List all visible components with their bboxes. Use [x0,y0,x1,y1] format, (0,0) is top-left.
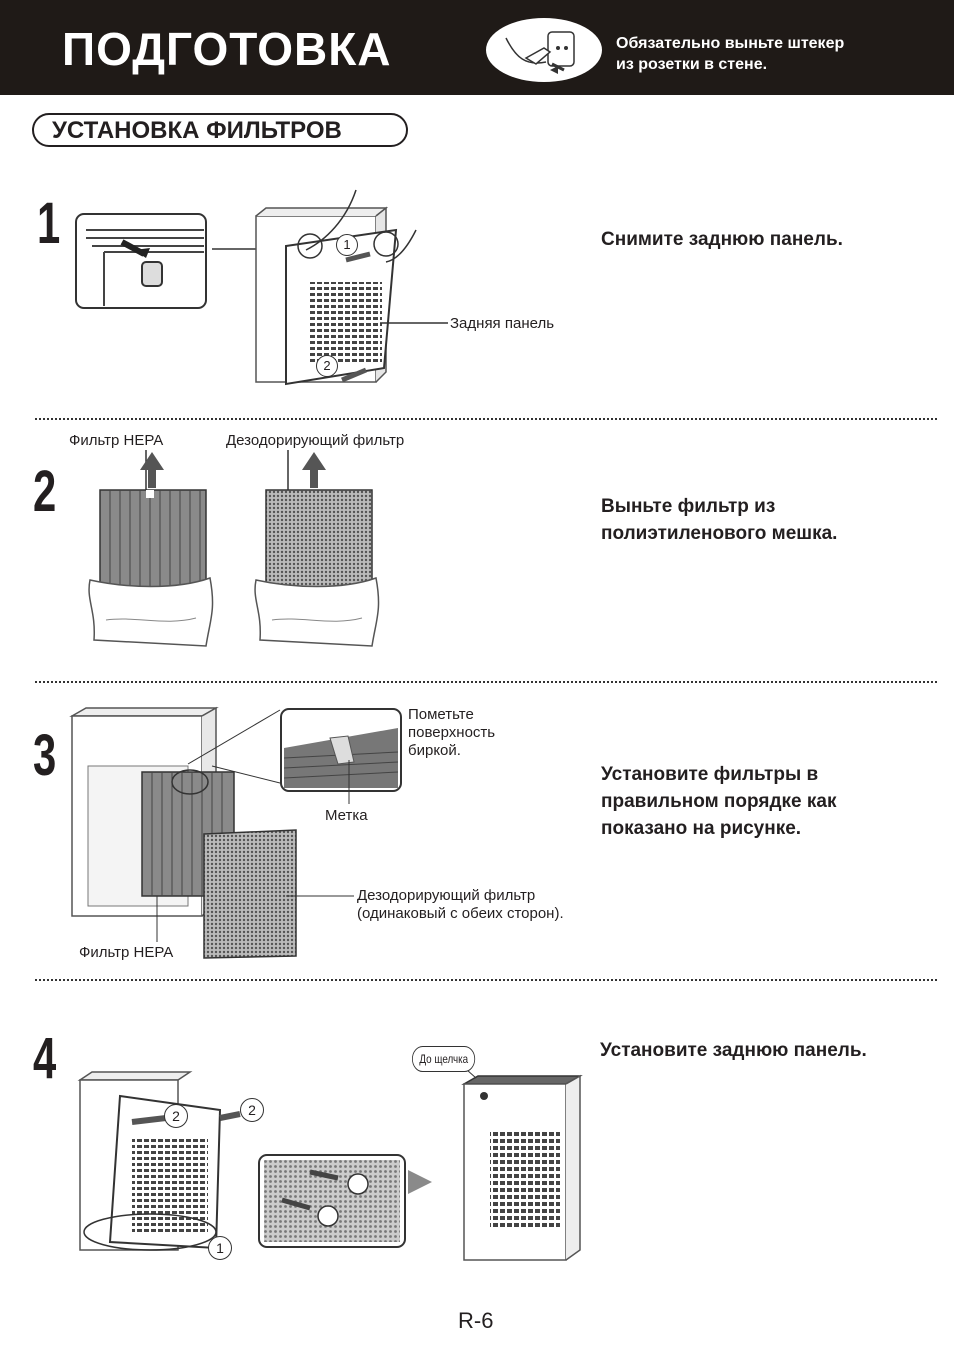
step-1-instruction: Снимите заднюю панель. [601,226,931,253]
step-1-marker-1: 1 [336,234,358,256]
step-4-instruction-line: Установите заднюю панель. [600,1040,867,1061]
step-2-instruction-line: Выньте фильтр из [601,496,776,517]
tag-surface-label-line: поверхность [408,724,496,741]
tag-surface-label: Пометьте поверхность биркой. [408,706,495,760]
page-title: ПОДГОТОВКА [62,23,392,75]
step-divider-1 [35,418,937,420]
step-3-instruction-line: правильном порядке как [601,791,837,812]
step-3-instruction: Установите фильтры в правильном порядке … [601,761,931,842]
page-number: R-6 [458,1308,494,1333]
step-1-instruction-line: Снимите заднюю панель. [601,229,843,250]
step-3-instruction-line: Установите фильтры в [601,764,819,785]
back-panel-leader-line [380,322,448,324]
deodorizing-filter-note-line: Дезодорирующий фильтр [357,887,536,904]
tag-surface-label-line: биркой. [408,742,461,759]
step-2-instruction-line: полиэтиленового мешка. [601,523,838,544]
unplug-warning: Обязательно выньте штекер из розетки в с… [616,33,936,75]
warning-line-2: из розетки в стене. [616,56,768,73]
step-4-marker-1: 1 [208,1236,232,1260]
step-4-install-illustration [77,1071,241,1251]
unplug-illustration [486,18,602,82]
step-4-marker-2a: 2 [164,1104,188,1128]
hepa-filter-in-bag-illustration [88,450,214,647]
tag-mark-leader-line [348,760,350,804]
step-1-marker-2: 2 [316,355,338,377]
back-panel-label: Задняя панель [450,315,555,332]
hepa-filter-position-label: Фильтр HEPA [79,944,174,961]
deodorizing-filter-note-line: (одинаковый с обеих сторон). [357,905,564,922]
step-4-instruction: Установите заднюю панель. [600,1037,930,1064]
deodorizing-filter-note: Дезодорирующий фильтр (одинаковый с обеи… [357,887,564,923]
step-divider-3 [35,979,937,981]
deodorizing-filter-leader-line [286,895,354,897]
step-1-detail-illustration [75,213,207,309]
step-2-number: 2 [33,459,57,524]
step-1-main-illustration [255,189,417,386]
unplug-icon [505,31,575,74]
hepa-filter-label: Фильтр HEPA [69,432,164,449]
click-callout: До щелчка [412,1046,476,1072]
hepa-filter-leader-line [156,896,158,942]
section-title-frame [32,113,408,147]
step-4-detail-illustration [258,1154,406,1248]
step-2-instruction: Выньте фильтр из полиэтиленового мешка. [601,493,931,547]
page-header: ПОДГОТОВКА Обязательно выньте штекер из … [0,0,954,95]
step-3-unit-illustration [69,706,297,959]
step-1-number: 1 [37,191,61,256]
step-4-number: 4 [33,1026,57,1091]
deodorizing-filter-in-bag-illustration [254,450,380,647]
step-3-instruction-line: показано на рисунке. [601,818,802,839]
tag-surface-label-line: Пометьте [408,706,474,723]
next-arrow-icon [408,1170,432,1194]
step-4-marker-2b: 2 [240,1098,264,1122]
deodorizing-filter-label: Дезодорирующий фильтр [226,432,405,449]
warning-line-1: Обязательно выньте штекер [616,35,845,52]
section-title: УСТАНОВКА ФИЛЬТРОВ [52,117,342,144]
mark-label: Метка [325,807,368,824]
step-divider-2 [35,681,937,683]
step-3-number: 3 [33,723,57,788]
tag-detail-illustration [280,708,402,792]
step-4-assembled-unit-illustration [457,1061,583,1261]
